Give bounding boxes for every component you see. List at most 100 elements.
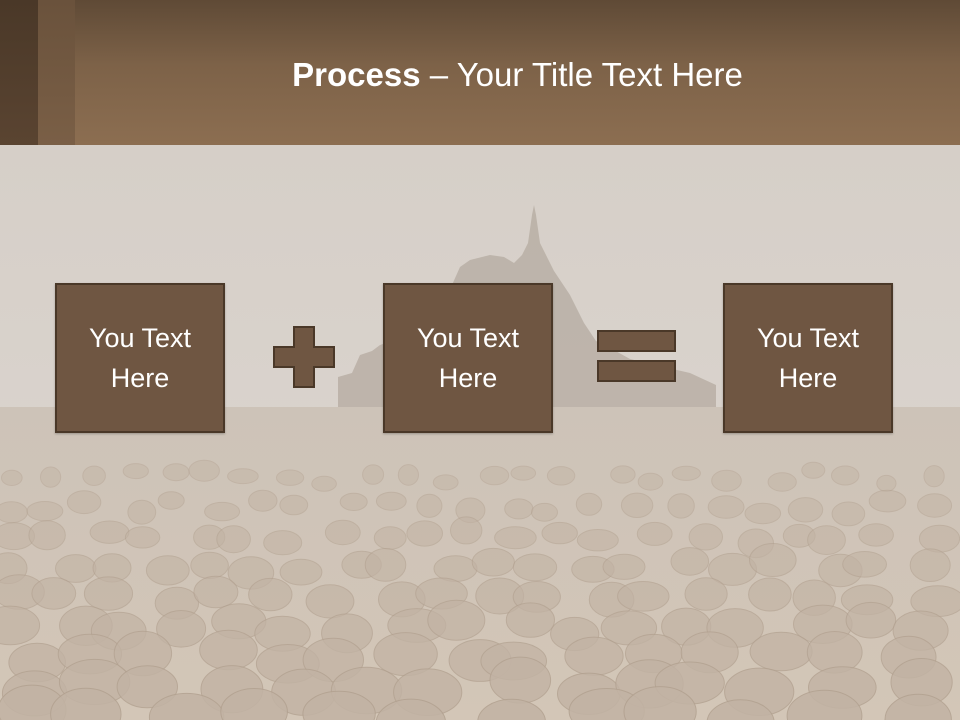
- sheep-shape: [858, 523, 894, 547]
- sheep-shape: [786, 689, 863, 720]
- sheep-shape: [162, 463, 190, 482]
- sheep-shape: [617, 581, 670, 612]
- sheep-shape: [744, 502, 782, 525]
- title-strong: Process: [292, 56, 421, 93]
- sheep-shape: [504, 498, 534, 520]
- background-photo: [0, 145, 960, 720]
- slide-title[interactable]: Process – Your Title Text Here: [75, 52, 960, 98]
- sheep-shape: [510, 465, 537, 481]
- sheep-shape: [667, 493, 695, 519]
- sheep-shape: [427, 599, 486, 641]
- sheep-shape: [193, 575, 239, 609]
- sheep-shape: [248, 489, 278, 512]
- sheep-shape: [83, 576, 134, 611]
- sheep-shape: [276, 469, 305, 486]
- process-box-3[interactable]: You Text Here: [723, 283, 893, 433]
- sheep-shape: [479, 465, 510, 486]
- sheep-shape: [248, 577, 293, 612]
- sheep-shape: [66, 490, 102, 515]
- sheep-shape: [311, 475, 337, 492]
- sheep-shape: [397, 464, 419, 486]
- sheep-shape: [199, 629, 258, 671]
- sheep-shape: [749, 631, 813, 672]
- sheep-shape: [842, 551, 887, 578]
- sheep-shape: [505, 602, 556, 638]
- sheep-shape: [575, 492, 603, 516]
- sheep-shape: [89, 520, 130, 544]
- sheep-shape: [918, 524, 960, 553]
- sheep-shape: [876, 474, 897, 492]
- sheep-shape: [749, 543, 797, 577]
- plus-icon: [273, 326, 335, 388]
- sheep-shape: [375, 491, 407, 511]
- sheep-shape: [450, 516, 483, 545]
- sheep-shape: [156, 610, 207, 648]
- sheep-shape: [845, 601, 897, 639]
- sheep-shape: [31, 577, 77, 610]
- sheep-shape: [541, 521, 578, 545]
- sheep-shape: [831, 465, 860, 486]
- sheep-shape: [546, 466, 576, 486]
- sheep-shape: [364, 548, 407, 582]
- sheep-shape: [494, 526, 537, 550]
- process-box-label: You Text Here: [416, 323, 520, 393]
- sheep-shape: [302, 690, 376, 720]
- process-box-label: You Text Here: [756, 323, 860, 393]
- sheep-shape: [122, 463, 149, 480]
- sheep-shape: [157, 491, 185, 510]
- sheep-shape: [127, 499, 157, 525]
- sheep-shape: [807, 525, 846, 556]
- sheep-shape: [0, 605, 41, 646]
- header-accent-stripe: [0, 0, 38, 145]
- sheep-shape: [188, 459, 220, 482]
- sheep-shape: [706, 699, 775, 720]
- sheep-shape: [489, 656, 552, 704]
- sheep-shape: [40, 466, 62, 488]
- header-accent-stripe: [38, 0, 75, 145]
- sheep-shape: [831, 501, 866, 527]
- sheep-shape: [373, 526, 407, 550]
- sheep-shape: [416, 493, 443, 518]
- sheep-shape: [602, 553, 646, 580]
- sheep-shape: [670, 547, 710, 576]
- sheep-shape: [801, 461, 826, 479]
- sheep-shape: [477, 698, 546, 720]
- process-box-2[interactable]: You Text Here: [383, 283, 553, 433]
- sheep-shape: [767, 472, 797, 492]
- sheep-shape: [279, 558, 323, 586]
- process-box-1[interactable]: You Text Here: [55, 283, 225, 433]
- sheep-shape: [124, 526, 161, 549]
- sheep-shape: [684, 577, 728, 611]
- sheep-shape: [623, 686, 697, 720]
- sheep-shape: [637, 472, 664, 491]
- sheep-shape: [82, 465, 106, 486]
- sheep-shape: [923, 465, 945, 488]
- sheep-shape: [1, 469, 23, 486]
- sheep-shape: [116, 665, 179, 709]
- sheep-shape: [620, 492, 654, 518]
- sheep-shape: [512, 553, 558, 582]
- sheep-shape: [917, 493, 953, 518]
- title-bar: Process – Your Title Text Here: [0, 0, 960, 145]
- sheep-shape: [324, 519, 361, 546]
- sheep-shape: [50, 687, 122, 720]
- sheep-shape: [406, 520, 444, 547]
- sheep-shape: [471, 547, 515, 577]
- sheep-shape: [711, 469, 742, 492]
- sheep-field-image: [0, 145, 960, 720]
- sheep-shape: [263, 530, 303, 556]
- equals-icon: [597, 330, 676, 382]
- sheep-shape: [688, 523, 723, 551]
- sheep-shape: [220, 688, 288, 720]
- sheep-shape: [748, 577, 792, 612]
- sheep-shape: [339, 492, 368, 511]
- sheep-shape: [671, 465, 701, 481]
- sheep-shape: [375, 698, 446, 720]
- sheep-shape: [362, 464, 385, 485]
- sheep-shape: [145, 555, 190, 586]
- sheep-shape: [868, 489, 907, 513]
- process-box-label: You Text Here: [88, 323, 192, 393]
- sheep-shape: [564, 636, 624, 676]
- sheep-shape: [227, 468, 259, 485]
- sheep-shape: [0, 501, 28, 524]
